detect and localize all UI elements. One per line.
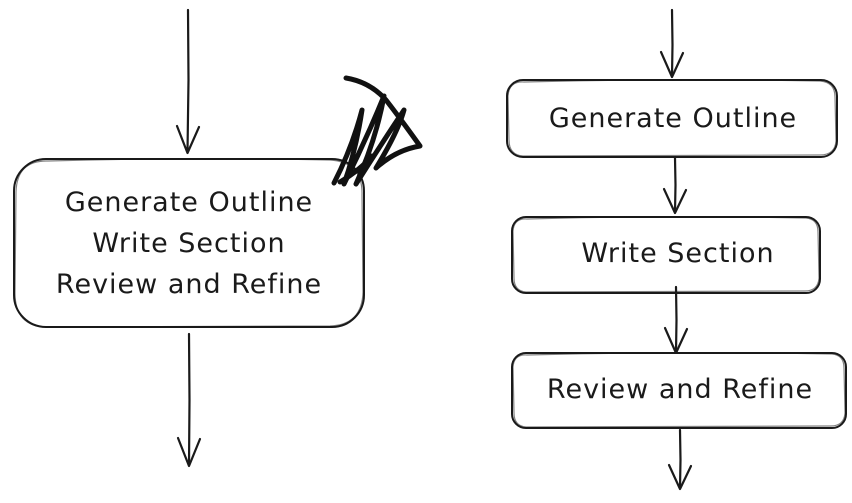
combined-node-line-3: Review and Refine — [56, 269, 322, 300]
arrow-section-to-review — [663, 285, 689, 355]
node-generate-outline[interactable]: Generate Outline — [506, 79, 838, 158]
combined-node-box[interactable]: Generate Outline Write Section Review an… — [13, 158, 365, 328]
node-write-section[interactable]: Write Section — [511, 216, 821, 294]
left-flow: Generate Outline Write Section Review an… — [13, 8, 423, 468]
combined-node-line-1: Generate Outline — [65, 187, 313, 218]
scribble-mark — [331, 75, 423, 187]
left-incoming-arrow — [175, 8, 201, 155]
right-flow: Generate Outline Write Section Review an… — [506, 8, 847, 491]
node-review-and-refine[interactable]: Review and Refine — [511, 352, 847, 429]
right-incoming-arrow — [659, 8, 685, 79]
left-outgoing-arrow — [176, 332, 202, 468]
combined-node-line-2: Write Section — [92, 228, 285, 259]
node-generate-outline-label: Generate Outline — [549, 103, 797, 134]
node-review-and-refine-label: Review and Refine — [547, 374, 813, 405]
node-write-section-label: Write Section — [581, 238, 774, 269]
arrow-outline-to-section — [662, 156, 688, 215]
right-outgoing-arrow — [667, 428, 693, 491]
